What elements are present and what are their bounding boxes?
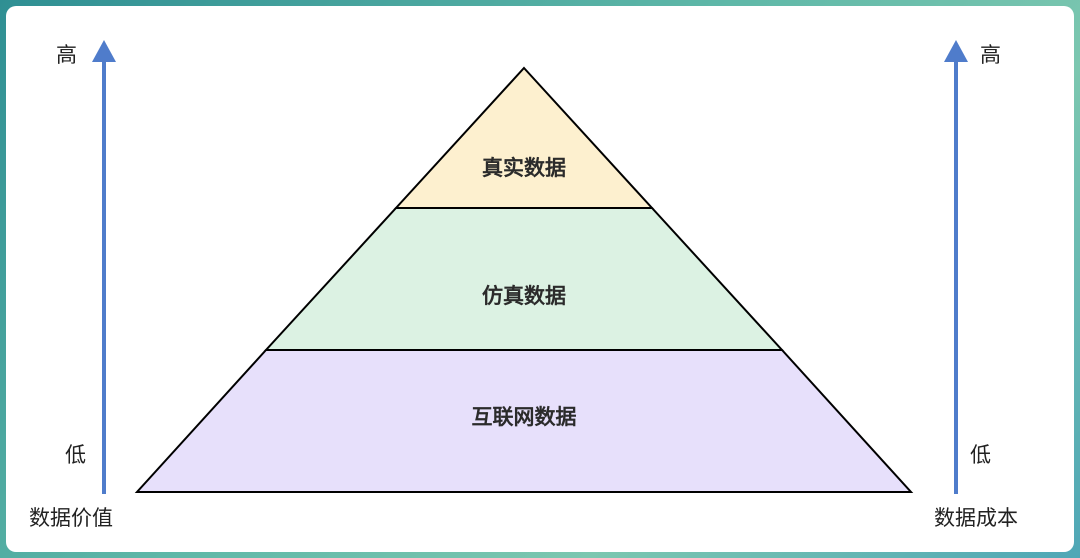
tier-label-bottom: 互联网数据 <box>472 405 577 429</box>
tier-label-middle: 仿真数据 <box>482 284 566 308</box>
left-axis-high-label: 高 <box>56 43 77 67</box>
pyramid-tier-bottom <box>134 349 914 493</box>
left-axis-title: 数据价值 <box>29 506 113 530</box>
right-axis-title: 数据成本 <box>934 506 1018 530</box>
left-axis-arrow <box>92 40 116 494</box>
pyramid-tier-top <box>393 66 655 209</box>
pyramid-tier-middle <box>263 207 785 351</box>
right-axis-high-label: 高 <box>980 43 1001 67</box>
right-axis-arrow <box>944 40 968 494</box>
left-axis-low-label: 低 <box>65 443 86 467</box>
right-axis-low-label: 低 <box>970 443 991 467</box>
tier-label-top: 真实数据 <box>482 156 566 180</box>
